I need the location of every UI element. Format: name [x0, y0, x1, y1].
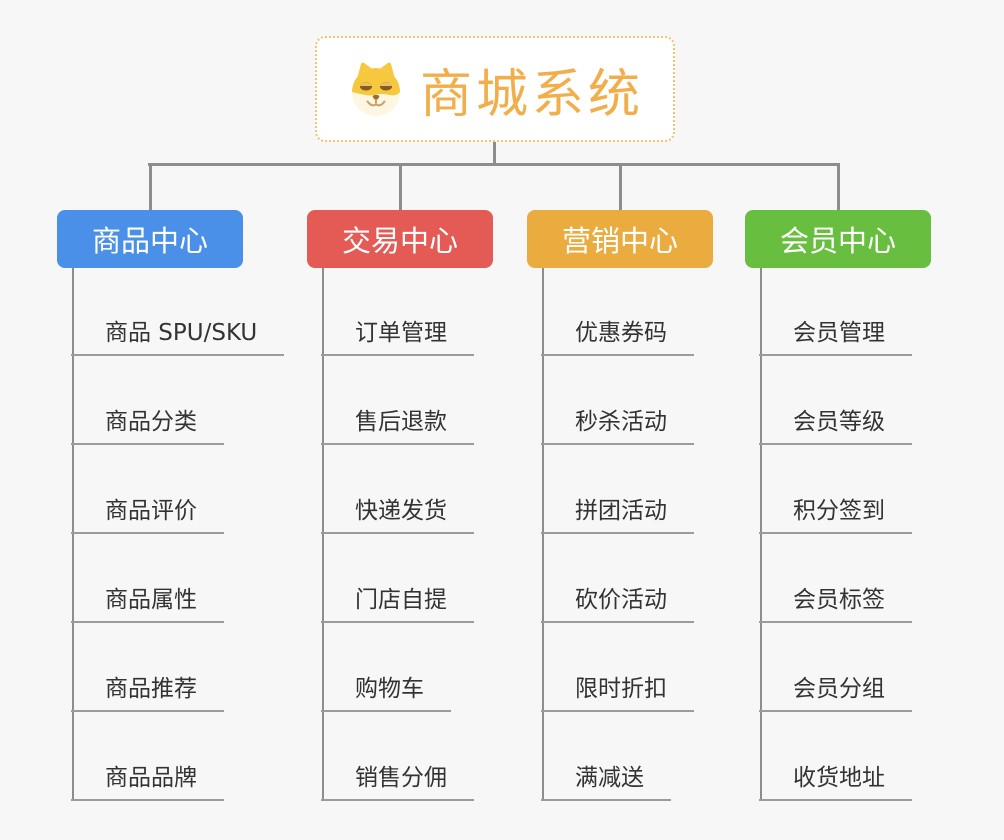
branch-drop-connector [148, 163, 152, 212]
branch-drop-connector [836, 163, 840, 212]
branch-node-member-center[interactable]: 会员中心 [745, 210, 931, 268]
leaf-node[interactable]: 会员标签 [759, 585, 912, 623]
branch-drop-connector [398, 163, 402, 212]
branch-node-label: 交易中心 [341, 224, 458, 258]
leaf-node[interactable]: 砍价活动 [541, 585, 694, 623]
column-connector [322, 268, 324, 801]
leaf-node[interactable]: 会员等级 [759, 407, 912, 445]
leaf-node[interactable]: 会员管理 [759, 318, 912, 356]
leaf-node[interactable]: 商品评价 [71, 496, 224, 534]
branch-drop-connector [618, 163, 622, 212]
leaf-node[interactable]: 商品品牌 [71, 763, 224, 801]
root-node-mall-system[interactable]: 商城系统 [315, 36, 675, 142]
leaf-node[interactable]: 快递发货 [321, 496, 474, 534]
leaf-node[interactable]: 商品分类 [71, 407, 224, 445]
leaf-node[interactable]: 商品推荐 [71, 674, 224, 712]
branch-node-label: 商品中心 [91, 224, 208, 258]
root-stem-connector [493, 141, 496, 164]
leaf-node[interactable]: 会员分组 [759, 674, 912, 712]
column-connector [542, 268, 544, 801]
branch-node-label: 营销中心 [561, 224, 678, 258]
leaf-node[interactable]: 商品 SPU/SKU [71, 318, 285, 356]
leaf-node[interactable]: 秒杀活动 [541, 407, 694, 445]
column-connector [760, 268, 762, 801]
branch-node-marketing-center[interactable]: 营销中心 [527, 210, 713, 268]
leaf-node[interactable]: 订单管理 [321, 318, 474, 356]
leaf-node[interactable]: 积分签到 [759, 496, 912, 534]
doge-face-icon [351, 62, 400, 116]
leaf-node[interactable]: 优惠券码 [541, 318, 694, 356]
branch-rail-connector [148, 163, 840, 166]
column-connector [72, 268, 74, 801]
leaf-node[interactable]: 满减送 [541, 763, 671, 801]
branch-node-label: 会员中心 [779, 224, 896, 258]
leaf-node[interactable]: 售后退款 [321, 407, 474, 445]
root-node-label: 商城系统 [419, 64, 644, 125]
leaf-node[interactable]: 销售分佣 [321, 763, 474, 801]
leaf-node[interactable]: 商品属性 [71, 585, 224, 623]
leaf-node[interactable]: 门店自提 [321, 585, 474, 623]
leaf-node[interactable]: 收货地址 [759, 763, 912, 801]
branch-node-product-center[interactable]: 商品中心 [57, 210, 243, 268]
leaf-node[interactable]: 限时折扣 [541, 674, 694, 712]
leaf-node[interactable]: 拼团活动 [541, 496, 694, 534]
branch-node-trade-center[interactable]: 交易中心 [307, 210, 493, 268]
leaf-node[interactable]: 购物车 [321, 674, 451, 712]
